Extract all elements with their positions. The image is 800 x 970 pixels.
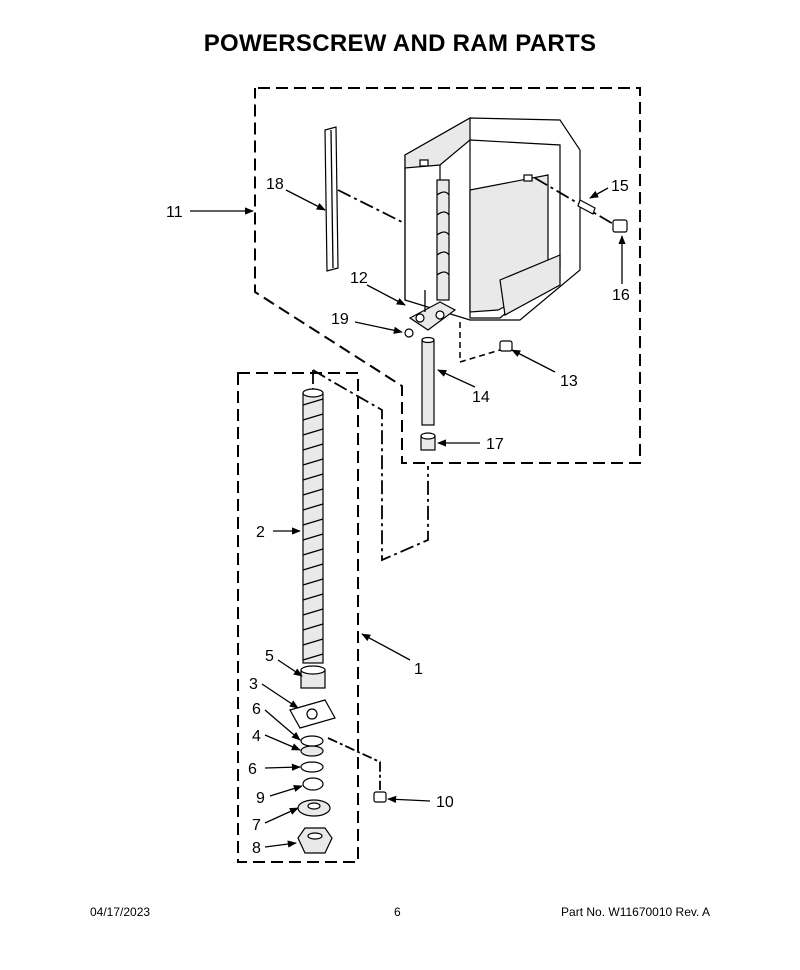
- powerscrew-assembly-boundary: [237, 372, 359, 863]
- callout-12: 12: [350, 270, 368, 287]
- callout-14: 14: [472, 389, 490, 406]
- part-5-bearing: [300, 665, 326, 689]
- part-3-plate: [289, 699, 336, 729]
- page-title: POWERSCREW AND RAM PARTS: [203, 30, 597, 57]
- part-6-washer-top: [300, 735, 324, 747]
- part-12-bracket: [408, 290, 457, 331]
- ram-rack: [436, 179, 450, 301]
- footer-page-number: 6: [394, 905, 401, 919]
- callout-9: 9: [256, 790, 265, 807]
- footer-date: 04/17/2023: [90, 905, 151, 919]
- callout-1: 1: [414, 661, 423, 678]
- ram-housing: [404, 116, 581, 321]
- callout-6-top: 6: [252, 701, 261, 718]
- part-10-screw: [373, 791, 387, 803]
- part-16-screw: [612, 219, 628, 233]
- callout-10: 10: [436, 794, 454, 811]
- callout-6-bottom: 6: [248, 761, 257, 778]
- callout-3: 3: [249, 676, 258, 693]
- callout-15: 15: [611, 178, 629, 195]
- callout-16: 16: [612, 287, 630, 304]
- part-14-rod: [421, 336, 435, 426]
- part-7-sprocket: [297, 799, 331, 817]
- callout-2: 2: [256, 524, 265, 541]
- callout-18: 18: [266, 176, 284, 193]
- callout-8: 8: [252, 840, 261, 857]
- callout-5: 5: [265, 648, 274, 665]
- callout-4: 4: [252, 728, 261, 745]
- ram-assembly-boundary: [254, 87, 641, 464]
- part-17-bushing: [420, 432, 436, 451]
- callout-19: 19: [331, 311, 349, 328]
- callout-13: 13: [560, 373, 578, 390]
- part-19-clip: [404, 328, 414, 338]
- part-13-screw: [459, 322, 513, 364]
- part-8-nut: [297, 827, 333, 854]
- part-9-washer: [302, 777, 324, 791]
- callout-7: 7: [252, 817, 261, 834]
- part-15-spacer: [577, 199, 596, 215]
- connection-line: [312, 369, 429, 562]
- callout-17: 17: [486, 436, 504, 453]
- footer-part-number: Part No. W11670010 Rev. A: [561, 905, 710, 919]
- part-18-guide-strip: [324, 126, 339, 272]
- part-6-washer-bottom: [300, 761, 324, 773]
- callout-11: 11: [166, 204, 183, 221]
- part-4-washer: [300, 745, 324, 757]
- part-2-powerscrew: [302, 388, 324, 664]
